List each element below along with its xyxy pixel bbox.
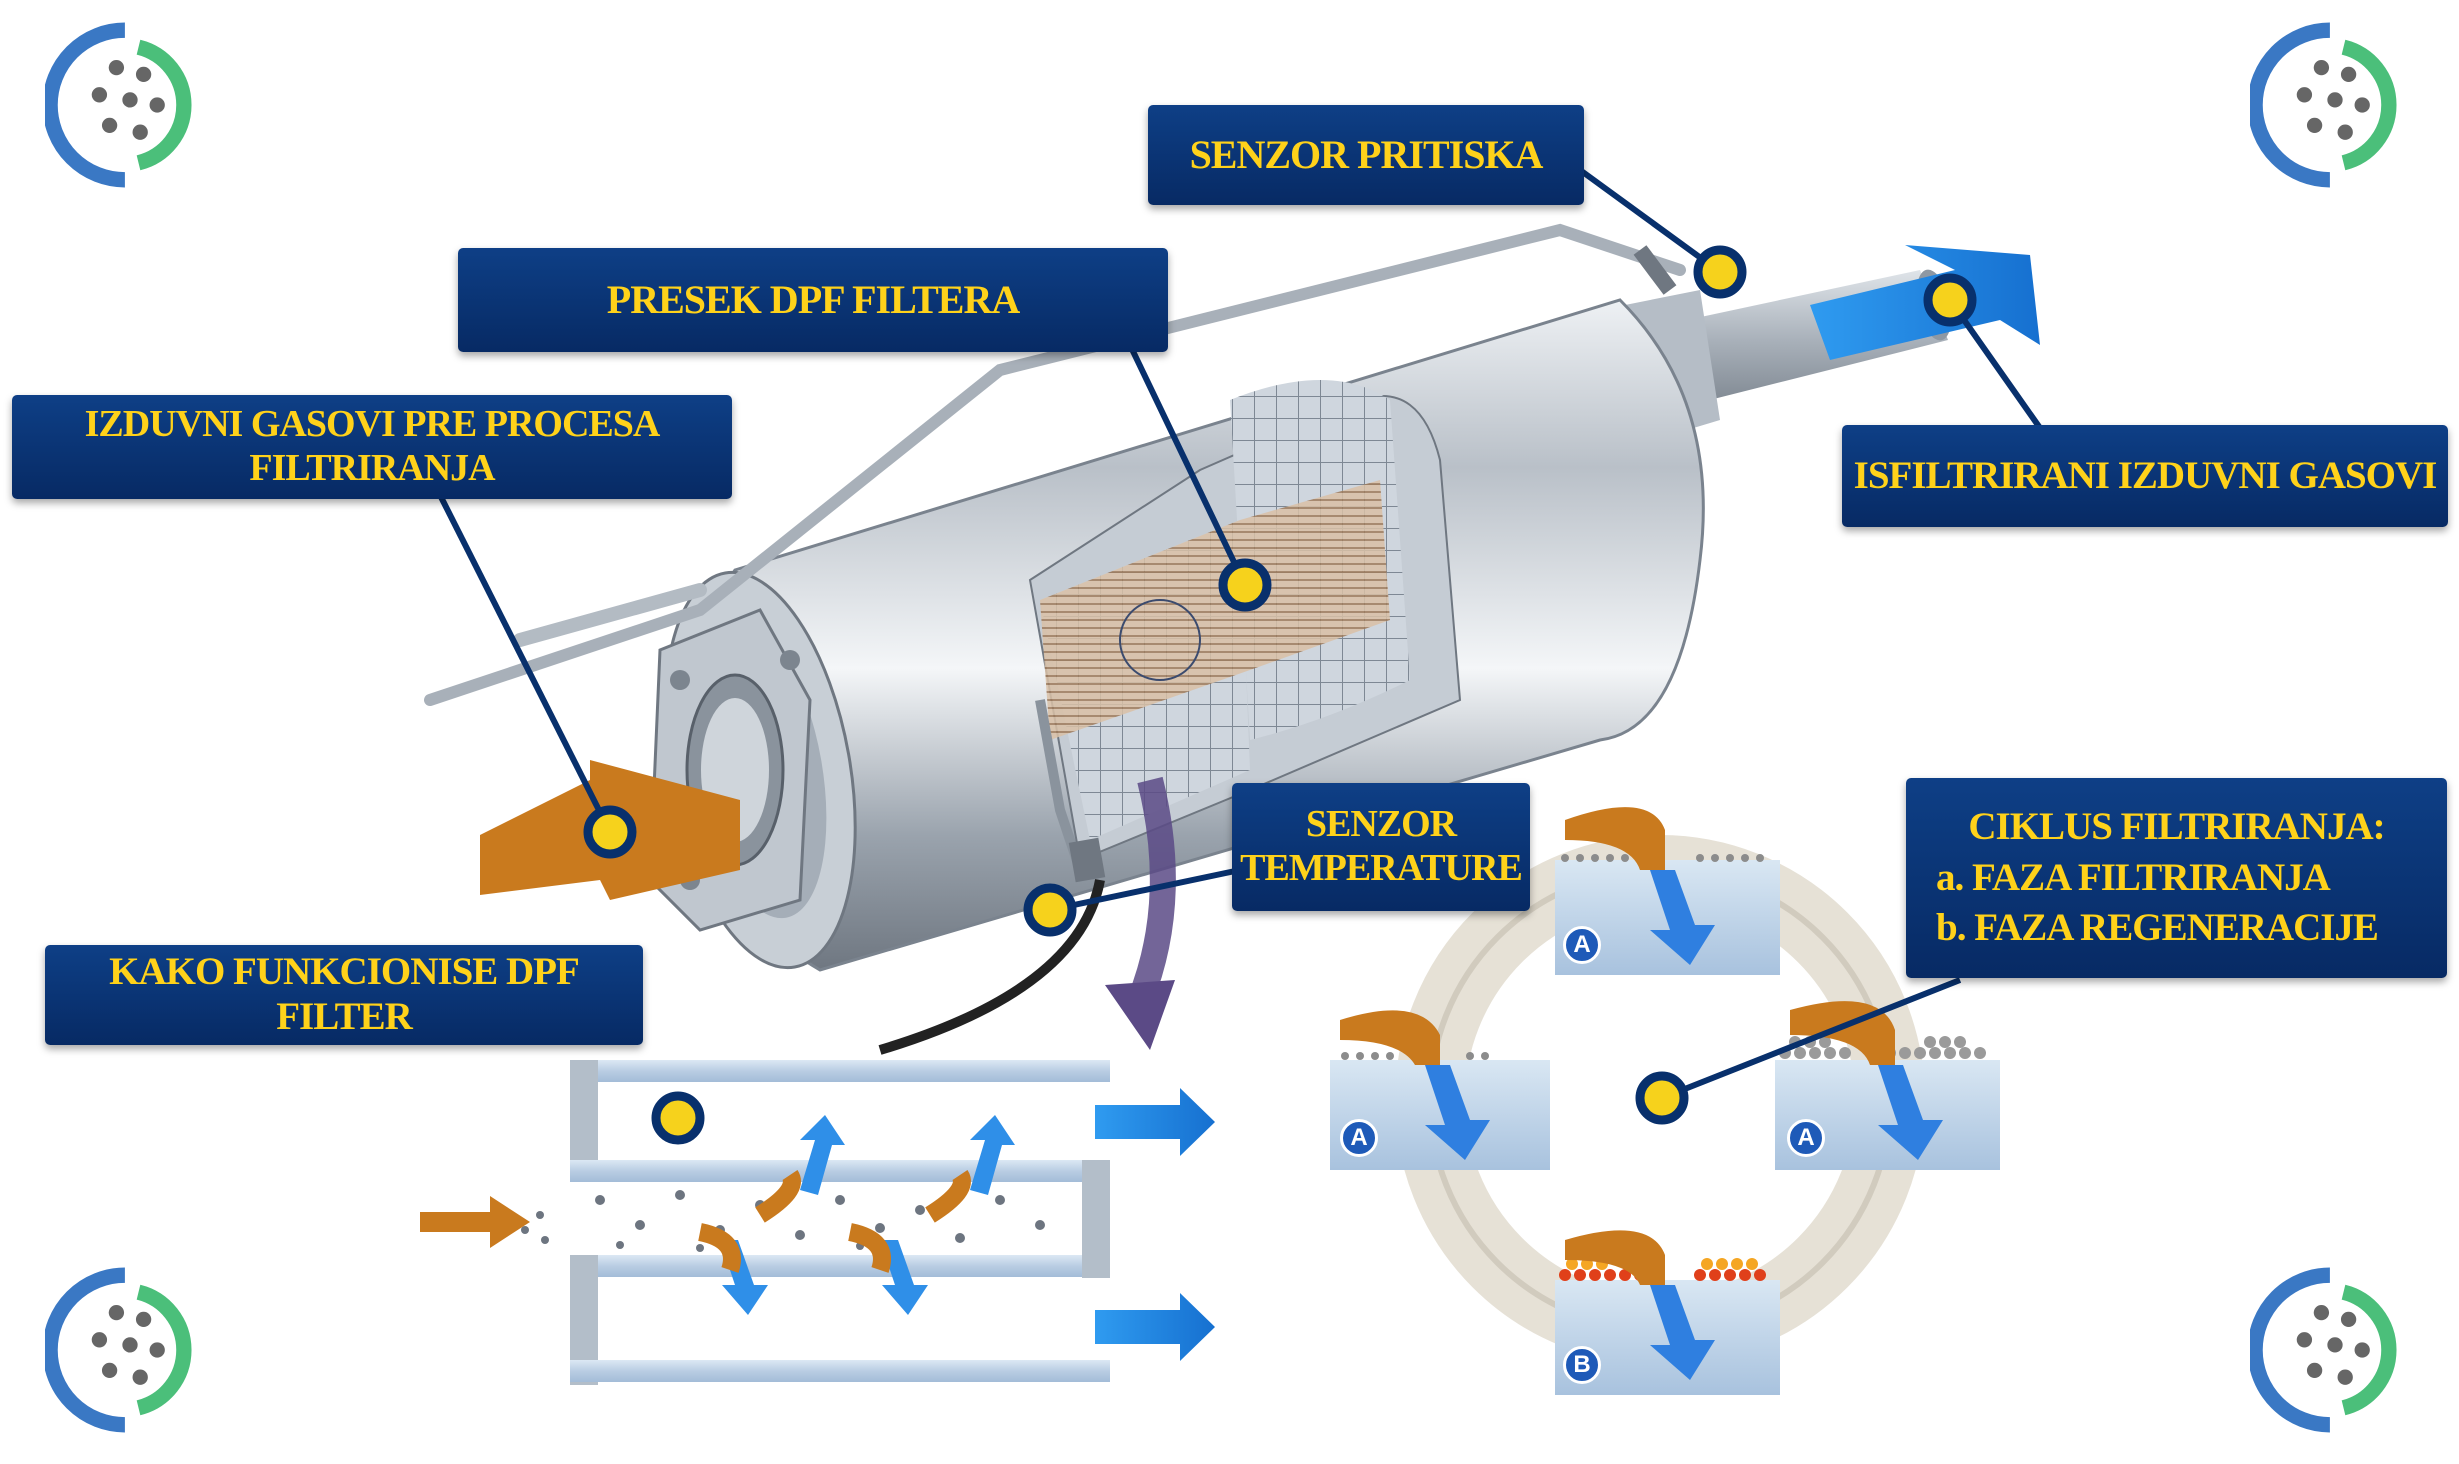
pointer-dot-icon — [583, 805, 637, 859]
filter-logo-icon — [2250, 1265, 2420, 1435]
label-isfiltrirani: ISFILTRIRANI IZDUVNI GASOVI — [1842, 425, 2448, 527]
filter-logo-icon — [45, 20, 215, 190]
label-senzor-pritiska: SENZOR PRITISKA — [1148, 105, 1584, 205]
label-izduvni-pre: IZDUVNI GASOVI PRE PROCESA FILTRIRANJA — [12, 395, 732, 499]
label-presek-dpf-text: PRESEK DPF FILTERA — [606, 277, 1020, 322]
dpf-canister — [424, 223, 1952, 1055]
pointer-dot-icon — [1635, 1071, 1689, 1125]
cycle-badge-right: A — [1787, 1119, 1825, 1157]
label-izduvni-pre-text: IZDUVNI GASOVI PRE PROCESA FILTRIRANJA — [84, 403, 661, 489]
label-ciklus-b: b. FAZA REGENERACIJE — [1936, 906, 2379, 950]
pointer-lines — [437, 167, 2043, 1101]
pointer-dot-icon — [1923, 273, 1977, 327]
label-senzor-pritiska-text: SENZOR PRITISKA — [1189, 132, 1544, 177]
cycle-badge-left: A — [1340, 1119, 1378, 1157]
filter-logo-icon — [45, 1265, 215, 1435]
label-isfiltrirani-text: ISFILTRIRANI IZDUVNI GASOVI — [1853, 453, 2438, 497]
label-ciklus-a: a. FAZA FILTRIRANJA — [1936, 855, 2331, 899]
pointer-dot-icon — [1218, 558, 1272, 612]
label-senzor-temperature-line2: TEMPERATURE — [1240, 847, 1523, 889]
label-kako-funkcionise-text: KAKO FUNKCIONISE DPF FILTER — [109, 950, 580, 1038]
cycle-badge-bottom: B — [1563, 1346, 1601, 1384]
label-senzor-temperature: SENZOR TEMPERATURE — [1232, 783, 1530, 911]
label-ciklus-title: CIKLUS FILTRIRANJA: — [1968, 804, 2385, 848]
filtration-cycle — [1330, 807, 2000, 1395]
label-senzor-temperature-line1: SENZOR — [1305, 803, 1457, 846]
label-ciklus-filtriranja: CIKLUS FILTRIRANJA: a. FAZA FILTRIRANJA … — [1906, 778, 2447, 978]
filter-logo-icon — [2250, 20, 2420, 190]
label-kako-funkcionise: KAKO FUNKCIONISE DPF FILTER — [45, 945, 643, 1045]
pointer-dot-icon — [651, 1091, 705, 1145]
pointer-dot-icon — [1023, 883, 1077, 937]
label-presek-dpf: PRESEK DPF FILTERA — [458, 248, 1168, 352]
pointer-dot-icon — [1693, 245, 1747, 299]
cycle-badge-top: A — [1563, 926, 1601, 964]
channel-schematic — [420, 1060, 1215, 1385]
